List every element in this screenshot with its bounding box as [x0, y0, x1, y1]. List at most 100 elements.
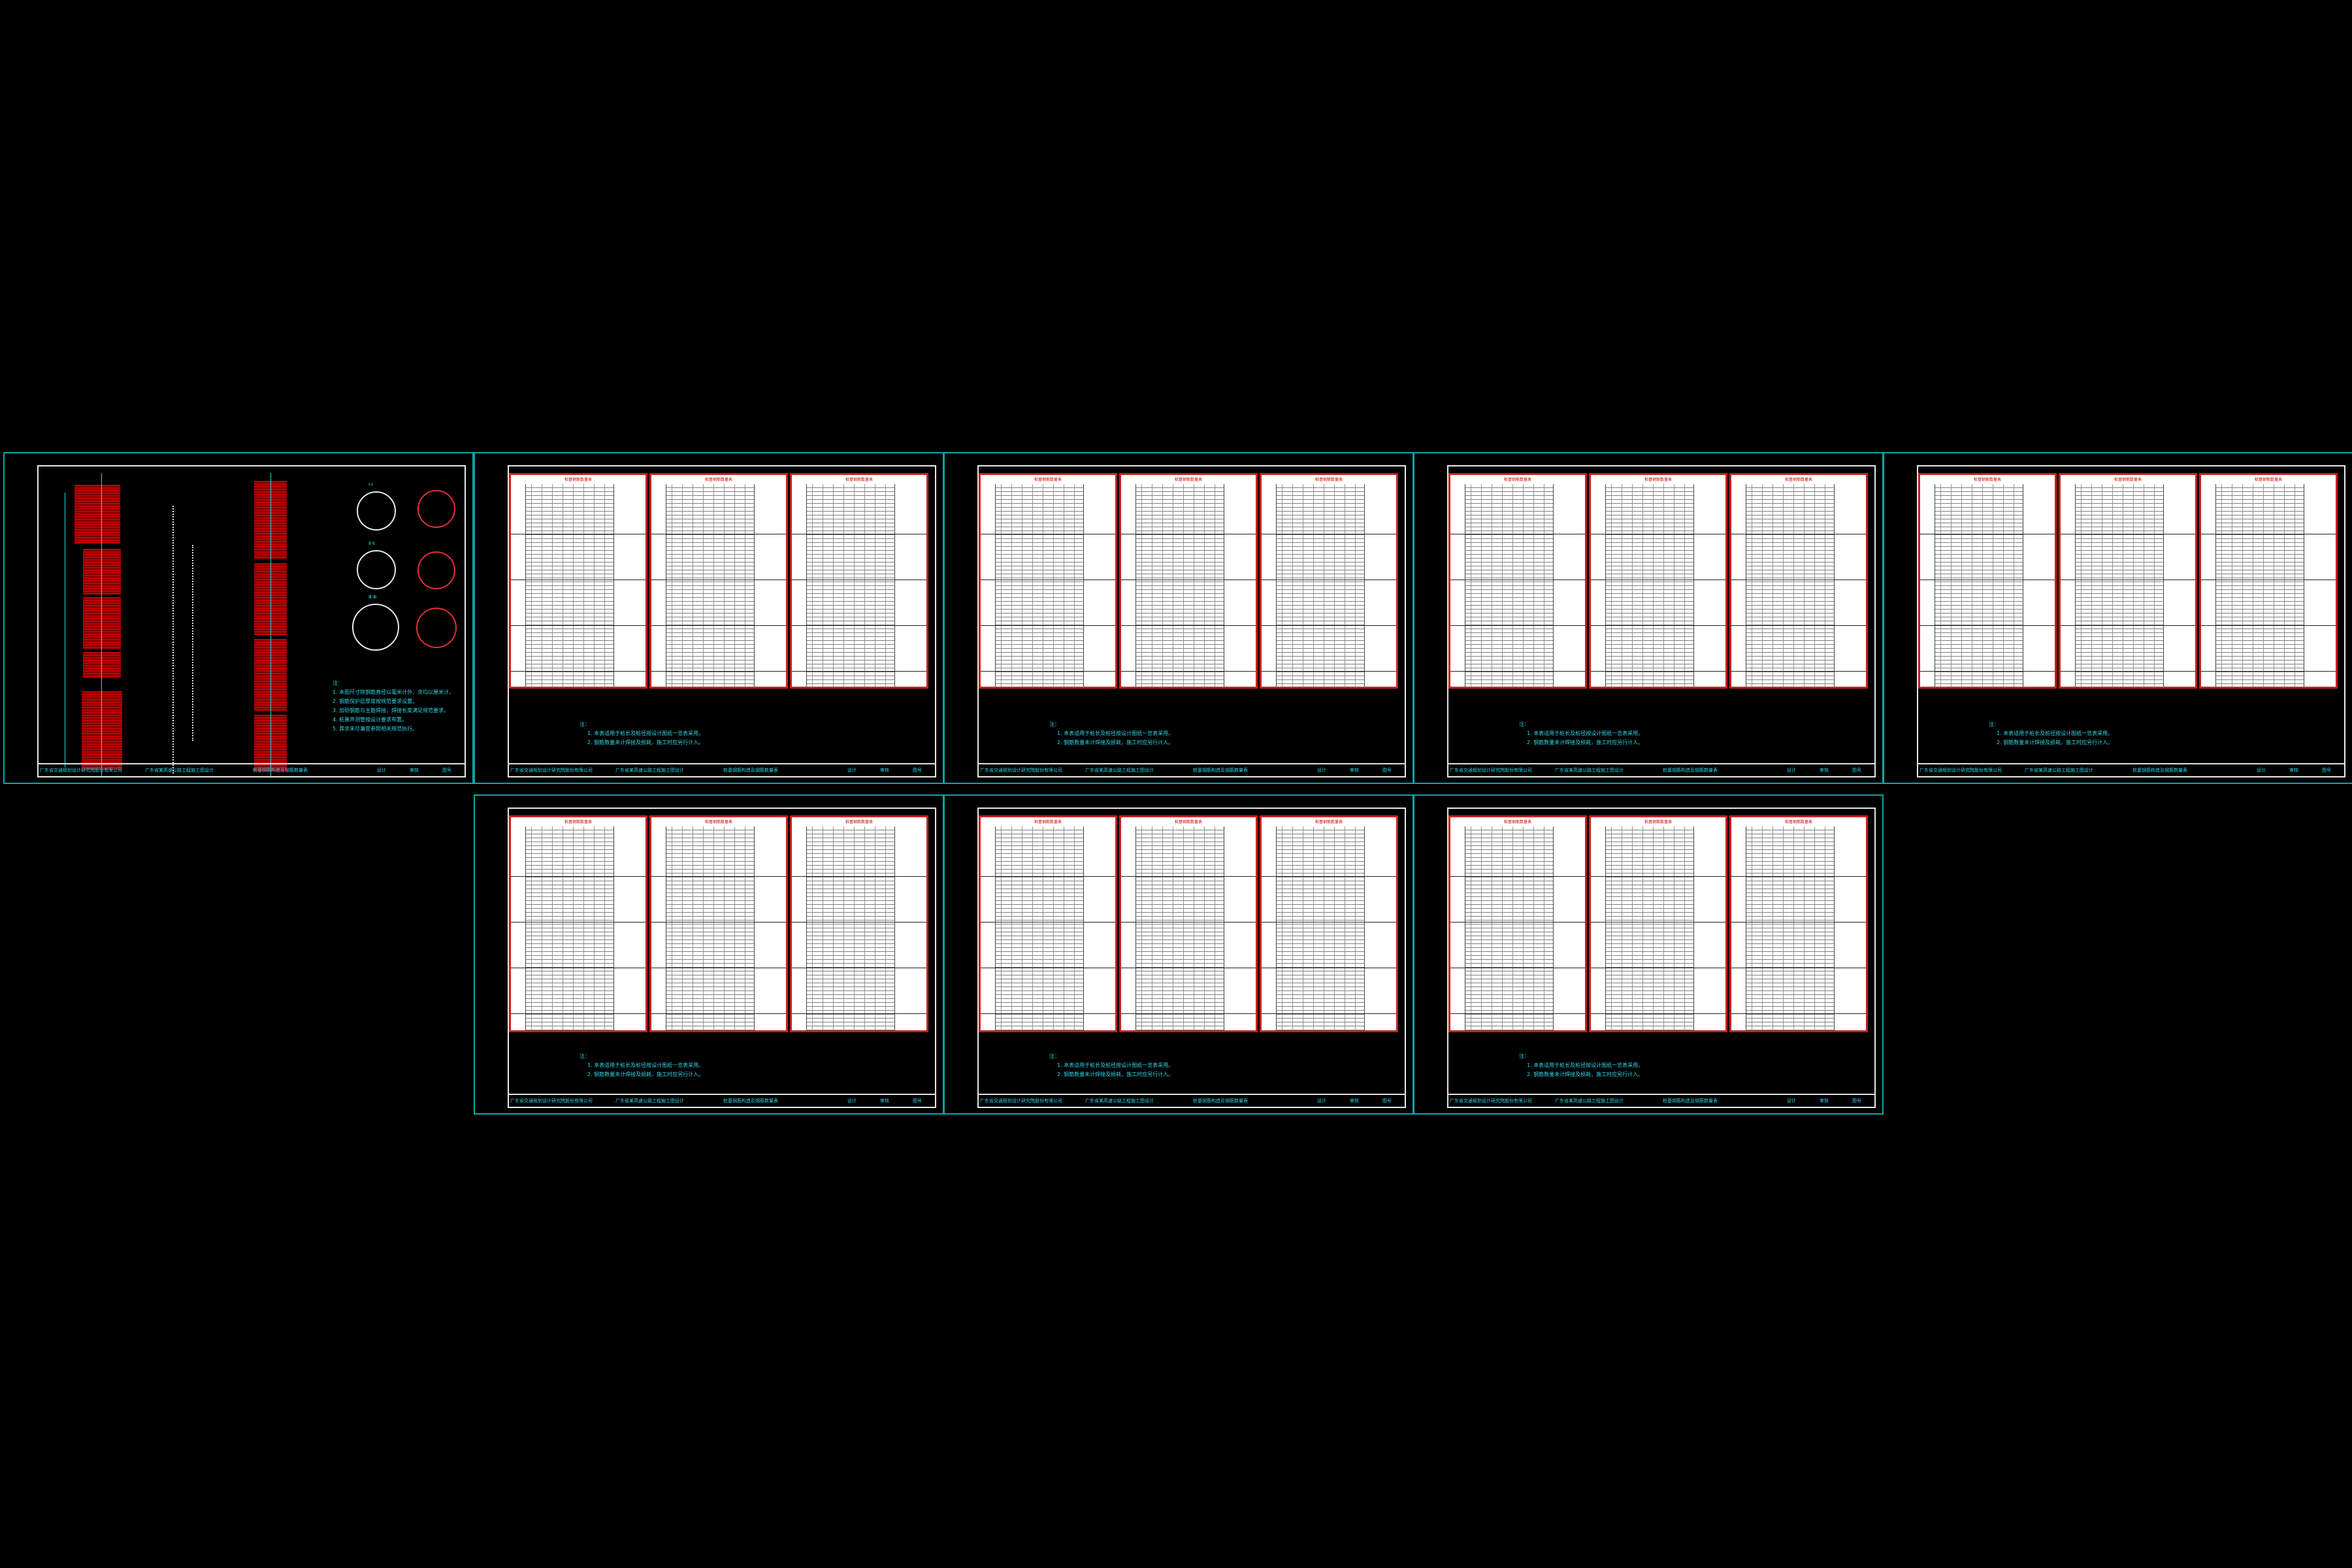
sheet-table-border — [1447, 808, 1876, 1108]
table-group-separator — [1450, 876, 1585, 877]
title-block: 广东省交通规划设计研究院股份有限公司广东省某高速公路工程施工图设计桩基钢筋构造及… — [1447, 1094, 1876, 1108]
rebar-quantity-table: 桩基钢筋数量表 — [790, 815, 928, 1032]
rebar-quantity-table: 桩基钢筋数量表 — [1448, 473, 1587, 689]
sheet-table-frame-6[interactable]: 桩基钢筋数量表桩基钢筋数量表桩基钢筋数量表注：1. 本表适用于桩长及桩径按设计图… — [943, 794, 1414, 1115]
sheet-table-border — [1917, 465, 2345, 777]
rebar-quantity-table: 桩基钢筋数量表 — [1260, 815, 1398, 1032]
table-title: 桩基钢筋数量表 — [704, 478, 732, 482]
notes-heading: 注： — [1519, 721, 1529, 727]
table-group-separator — [1450, 625, 1585, 626]
title-review: 审核 — [1350, 1098, 1359, 1103]
title-drawing: 桩基钢筋构造及钢筋数量表 — [723, 1098, 778, 1103]
title-review: 审核 — [410, 768, 419, 773]
title-org: 广东省交通规划设计研究院股份有限公司 — [1919, 768, 2002, 773]
table-group-separator — [792, 876, 926, 877]
rebar-quantity-table: 桩基钢筋数量表 — [509, 473, 647, 689]
title-org: 广东省交通规划设计研究院股份有限公司 — [510, 768, 593, 773]
table-group-separator — [511, 625, 645, 626]
table-title: 桩基钢筋数量表 — [1315, 820, 1343, 825]
title-sheet: 图号 — [2322, 768, 2331, 773]
note-item: 1. 本表适用于桩长及桩径按设计图纸一览表采用。 — [1057, 730, 1174, 736]
table-summary-column — [1224, 484, 1256, 687]
table-group-separator — [1591, 671, 1725, 672]
table-label-column — [792, 826, 807, 1030]
title-drawing: 桩基钢筋构造及钢筋数量表 — [1663, 1098, 1718, 1103]
sheet-table-border — [1447, 465, 1876, 777]
title-org: 广东省交通规划设计研究院股份有限公司 — [980, 768, 1062, 773]
table-group-separator — [1731, 1013, 1866, 1014]
title-project: 广东省某高速公路工程施工图设计 — [1085, 768, 1154, 773]
table-label-column — [1262, 484, 1277, 687]
table-group-separator — [1591, 625, 1725, 626]
rebar-quantity-table: 桩基钢筋数量表 — [509, 815, 647, 1032]
table-label-column — [651, 826, 666, 1030]
rebar-quantity-table: 桩基钢筋数量表 — [979, 815, 1117, 1032]
sheet-table-frame-1[interactable]: 桩基钢筋数量表桩基钢筋数量表桩基钢筋数量表注：1. 本表适用于桩长及桩径按设计图… — [474, 452, 944, 784]
section-circle-2 — [357, 550, 396, 589]
title-design: 设计 — [847, 1098, 857, 1103]
table-label-column — [1920, 484, 1935, 687]
note-item: 2. 钢筋数量未计焊接及损耗，施工时应另行计入。 — [1057, 740, 1174, 745]
title-project: 广东省某高速公路工程施工图设计 — [2025, 768, 2093, 773]
table-group-separator — [1262, 922, 1396, 923]
table-group-separator — [1731, 876, 1866, 877]
title-block: 广东省交通规划设计研究院股份有限公司广东省某高速公路工程施工图设计桩基钢筋构造及… — [977, 763, 1406, 777]
title-block: 广东省交通规划设计研究院股份有限公司 广东省某高速公路工程施工图设计 桩基钢筋构… — [37, 763, 466, 777]
rebar-quantity-table: 桩基钢筋数量表 — [1918, 473, 2057, 689]
table-notes: 注：1. 本表适用于桩长及桩径按设计图纸一览表采用。2. 钢筋数量未计焊接及损耗… — [1519, 1052, 1643, 1079]
table-label-column — [651, 484, 666, 687]
table-group-separator — [792, 922, 926, 923]
section-label-1: Ⅰ-Ⅰ — [368, 482, 373, 487]
table-title: 桩基钢筋数量表 — [564, 820, 592, 825]
title-block: 广东省交通规划设计研究院股份有限公司广东省某高速公路工程施工图设计桩基钢筋构造及… — [1447, 763, 1876, 777]
table-title: 桩基钢筋数量表 — [1644, 478, 1672, 482]
note-item: 2. 钢筋数量未计焊接及损耗，施工时应另行计入。 — [1057, 1071, 1174, 1077]
table-title: 桩基钢筋数量表 — [1174, 478, 1202, 482]
title-sheet: 图号 — [913, 768, 922, 773]
title-drawing: 桩基钢筋构造及钢筋数量表 — [2132, 768, 2187, 773]
sheet-table-border — [977, 465, 1406, 777]
title-project: 广东省某高速公路工程施工图设计 — [145, 768, 214, 773]
title-design: 设计 — [377, 768, 386, 773]
sheet-drawing-frame[interactable]: Ⅰ-Ⅰ Ⅱ-Ⅱ Ⅲ-Ⅲ 注： 1. 本图尺寸除钢筋直径以毫米计外，余均以厘米计。… — [3, 452, 474, 784]
note-item: 1. 本图尺寸除钢筋直径以毫米计外，余均以厘米计。 — [333, 689, 455, 695]
table-group-separator — [1262, 876, 1396, 877]
sheet-table-border — [508, 465, 936, 777]
table-group-separator — [1731, 625, 1866, 626]
table-group-separator — [2061, 671, 2195, 672]
table-label-column — [981, 484, 996, 687]
table-label-column — [2201, 484, 2216, 687]
sheet-table-frame-7[interactable]: 桩基钢筋数量表桩基钢筋数量表桩基钢筋数量表注：1. 本表适用于桩长及桩径按设计图… — [1413, 794, 1884, 1115]
note-item: 2. 钢筋保护层厚度按规范要求设置。 — [333, 698, 418, 704]
section-circle-2b — [417, 551, 455, 589]
table-group-separator — [1121, 671, 1256, 672]
title-block: 广东省交通规划设计研究院股份有限公司广东省某高速公路工程施工图设计桩基钢筋构造及… — [508, 763, 936, 777]
sheet-table-frame-2[interactable]: 桩基钢筋数量表桩基钢筋数量表桩基钢筋数量表注：1. 本表适用于桩长及桩径按设计图… — [943, 452, 1414, 784]
note-item: 1. 本表适用于桩长及桩径按设计图纸一览表采用。 — [1527, 1062, 1644, 1068]
table-title: 桩基钢筋数量表 — [2254, 478, 2282, 482]
title-project: 广东省某高速公路工程施工图设计 — [1555, 768, 1624, 773]
table-title: 桩基钢筋数量表 — [564, 478, 592, 482]
pile-centerline-1 — [101, 473, 102, 777]
sheet-table-frame-3[interactable]: 桩基钢筋数量表桩基钢筋数量表桩基钢筋数量表注：1. 本表适用于桩长及桩径按设计图… — [1413, 452, 1884, 784]
table-group-separator — [981, 671, 1115, 672]
table-group-separator — [511, 876, 645, 877]
note-item: 1. 本表适用于桩长及桩径按设计图纸一览表采用。 — [1057, 1062, 1174, 1068]
note-item: 4. 桩基声测管按设计要求布置。 — [333, 717, 408, 723]
table-group-separator — [1731, 922, 1866, 923]
note-item: 2. 钢筋数量未计焊接及损耗，施工时应另行计入。 — [587, 1071, 704, 1077]
rebar-quantity-table: 桩基钢筋数量表 — [1589, 815, 1727, 1032]
table-label-column — [1731, 826, 1746, 1030]
note-item: 3. 加劲钢筋与主筋焊接，焊接长度满足规范要求。 — [333, 708, 449, 713]
title-review: 审核 — [1820, 768, 1829, 773]
table-summary-column — [1834, 484, 1866, 687]
table-notes: 注：1. 本表适用于桩长及桩径按设计图纸一览表采用。2. 钢筋数量未计焊接及损耗… — [1519, 720, 1643, 747]
table-label-column — [1262, 826, 1277, 1030]
sheet-table-frame-5[interactable]: 桩基钢筋数量表桩基钢筋数量表桩基钢筋数量表注：1. 本表适用于桩长及桩径按设计图… — [474, 794, 944, 1115]
title-sheet: 图号 — [442, 768, 451, 773]
title-design: 设计 — [847, 768, 857, 773]
title-review: 审核 — [1350, 768, 1359, 773]
table-group-separator — [1920, 625, 2055, 626]
sheet-table-frame-4[interactable]: 桩基钢筋数量表桩基钢筋数量表桩基钢筋数量表注：1. 本表适用于桩长及桩径按设计图… — [1883, 452, 2352, 784]
